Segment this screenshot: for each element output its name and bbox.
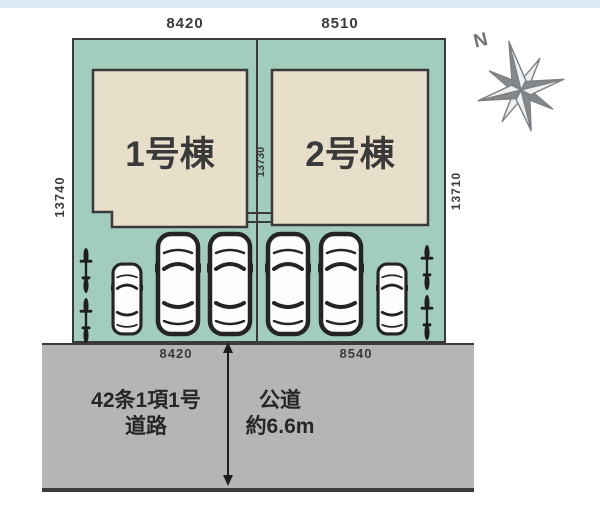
lot-1	[72, 38, 258, 343]
road-regulation-line1: 42条1項1号	[91, 389, 201, 412]
dim-bottom-lot1: 8420	[159, 346, 193, 361]
road-type-line1: 公道	[259, 389, 301, 412]
building-2-label: 2号棟	[305, 135, 395, 174]
compass-north-label: N	[472, 29, 490, 53]
dim-top-lot2: 8510	[321, 15, 359, 32]
road-area	[42, 343, 474, 492]
road-regulation-text: 42条1項1号 道路	[46, 388, 246, 441]
dim-bottom-lot2: 8540	[339, 346, 373, 361]
top-banner-strip	[0, 0, 600, 8]
dim-middle-boundary: 13730	[255, 146, 267, 178]
compass-rose: N	[472, 29, 565, 132]
dim-top-lot1: 8420	[166, 15, 204, 32]
lot-2	[256, 38, 446, 343]
dim-left-side: 13740	[52, 176, 67, 218]
road-regulation-line2: 道路	[125, 415, 167, 439]
road-type-line2: 約6.6m	[245, 415, 315, 439]
road-type-text: 公道 約6.6m	[230, 388, 330, 441]
building-1-label: 1号棟	[125, 135, 215, 174]
dim-right-side: 13710	[449, 171, 463, 211]
